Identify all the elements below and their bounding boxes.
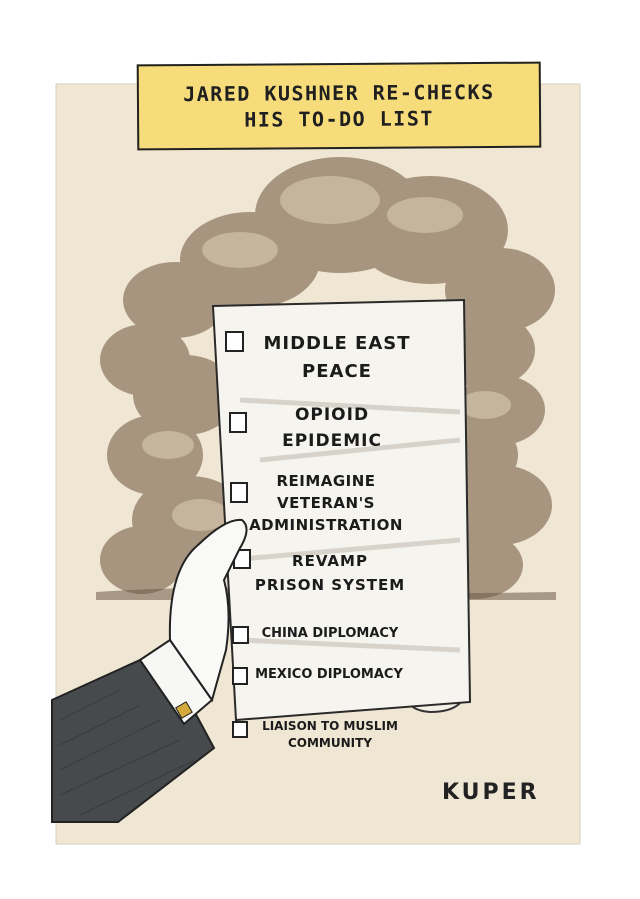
title-line-1: JARED KUSHNER RE-CHECKS xyxy=(183,79,495,107)
todo-item-2-line-2: EPIDEMIC xyxy=(282,431,382,451)
checkbox-1 xyxy=(225,331,244,352)
todo-item-3: REIMAGINE VETERAN'S ADMINISTRATION xyxy=(244,470,408,536)
todo-item-5-line-1: CHINA DIPLOMACY xyxy=(261,626,399,641)
todo-item-1-line-1: MIDDLE EAST xyxy=(263,333,411,354)
todo-item-2: OPIOID EPIDEMIC xyxy=(262,402,402,454)
todo-item-4-line-2: PRISON SYSTEM xyxy=(254,576,406,594)
todo-item-6-line-1: MEXICO DIPLOMACY xyxy=(255,667,403,682)
checkbox-5 xyxy=(232,626,249,644)
suit-hatching xyxy=(59,689,196,816)
title-line-2: HIS TO-DO LIST xyxy=(244,106,434,132)
smoke-highlights xyxy=(142,176,511,531)
checkbox-2 xyxy=(229,412,247,433)
paper-shading xyxy=(229,397,461,653)
cufflink-icon xyxy=(175,701,193,719)
artist-signature: KUPER xyxy=(442,780,540,805)
todo-item-5: CHINA DIPLOMACY xyxy=(250,624,410,644)
todo-item-7-line-1: LIAISON TO MUSLIM xyxy=(262,719,398,733)
todo-item-3-line-1: REIMAGINE xyxy=(276,472,376,490)
todo-item-2-line-1: OPIOID xyxy=(294,405,370,425)
todo-list-paper xyxy=(211,298,472,722)
todo-item-6: MEXICO DIPLOMACY xyxy=(248,665,410,685)
checkbox-6 xyxy=(232,667,248,685)
checkbox-3 xyxy=(230,482,248,503)
todo-item-7-line-2: COMMUNITY xyxy=(287,736,373,750)
todo-item-4: REVAMP PRISON SYSTEM xyxy=(254,549,406,597)
todo-item-1-line-2: PEACE xyxy=(302,361,372,382)
todo-item-3-line-3: ADMINISTRATION xyxy=(249,516,403,534)
todo-item-4-line-1: REVAMP xyxy=(292,552,368,570)
title-banner: JARED KUSHNER RE-CHECKS HIS TO-DO LIST xyxy=(136,61,542,151)
todo-item-7: LIAISON TO MUSLIM COMMUNITY xyxy=(250,718,410,752)
hand xyxy=(168,518,248,703)
todo-item-1: MIDDLE EAST PEACE xyxy=(252,330,422,386)
checkbox-7 xyxy=(232,721,248,738)
checkboxes xyxy=(225,331,251,738)
todo-item-3-line-2: VETERAN'S xyxy=(277,494,375,512)
